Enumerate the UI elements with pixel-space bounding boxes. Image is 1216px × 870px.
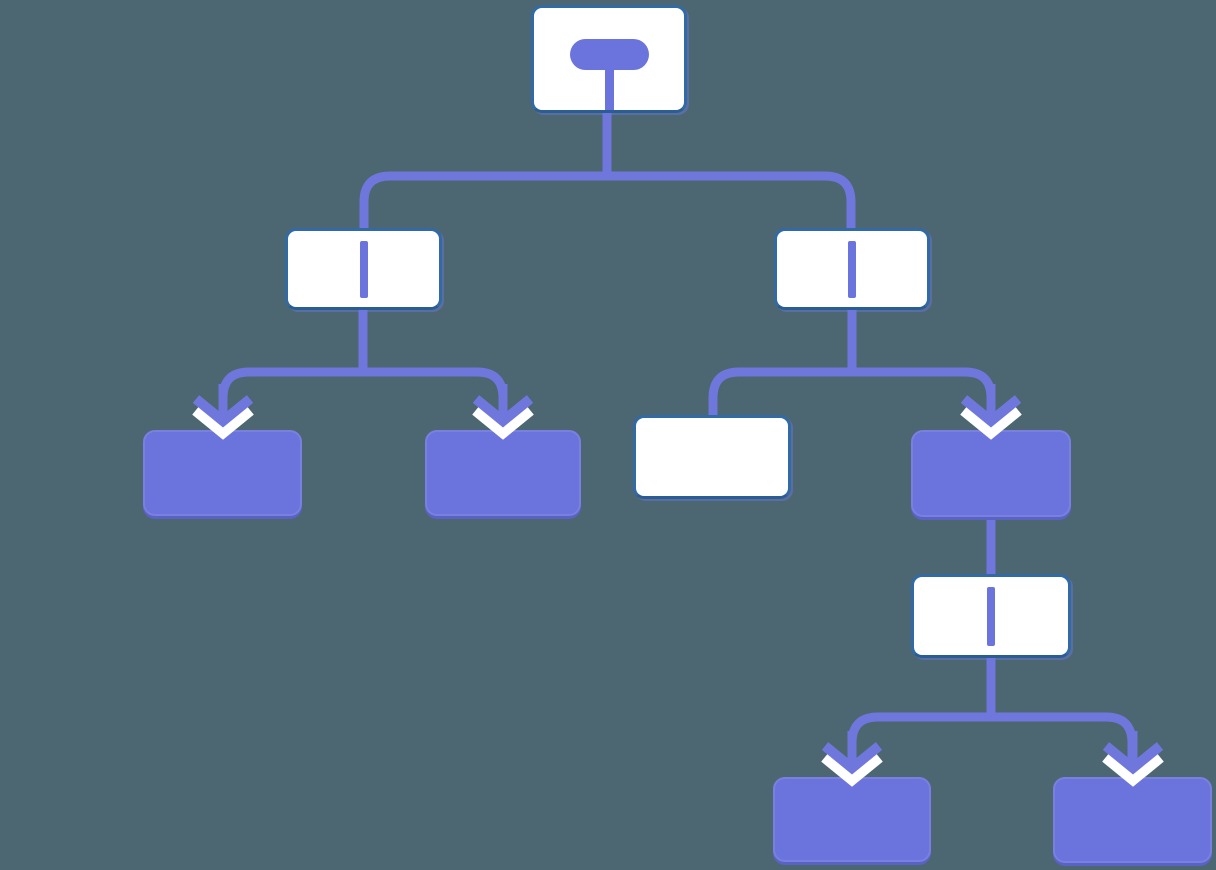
vertical-bar-icon	[848, 241, 856, 298]
topic-stem-icon	[604, 70, 614, 110]
vertical-bar-icon	[987, 587, 995, 646]
node-branch-right[interactable]	[774, 228, 930, 310]
node-leaf-1[interactable]	[143, 384, 302, 516]
root-topic-icon	[534, 8, 684, 110]
chevron-down-icon[interactable]	[958, 384, 1024, 444]
vertical-bar-icon	[359, 241, 368, 298]
node-branch-lower[interactable]	[911, 574, 1071, 658]
topic-pill-icon	[569, 39, 649, 70]
node-leaf-2[interactable]	[425, 384, 581, 516]
chevron-down-icon[interactable]	[190, 384, 256, 444]
node-root[interactable]	[531, 5, 687, 113]
chevron-down-icon[interactable]	[819, 731, 885, 791]
node-leaf-4[interactable]	[1053, 731, 1212, 863]
node-collapsed-mid[interactable]	[911, 384, 1071, 517]
node-branch-left[interactable]	[285, 228, 442, 310]
node-leaf-3[interactable]	[773, 731, 931, 862]
chevron-down-icon[interactable]	[470, 384, 536, 444]
node-child-empty[interactable]	[633, 415, 791, 499]
chevron-down-icon[interactable]	[1100, 731, 1166, 791]
